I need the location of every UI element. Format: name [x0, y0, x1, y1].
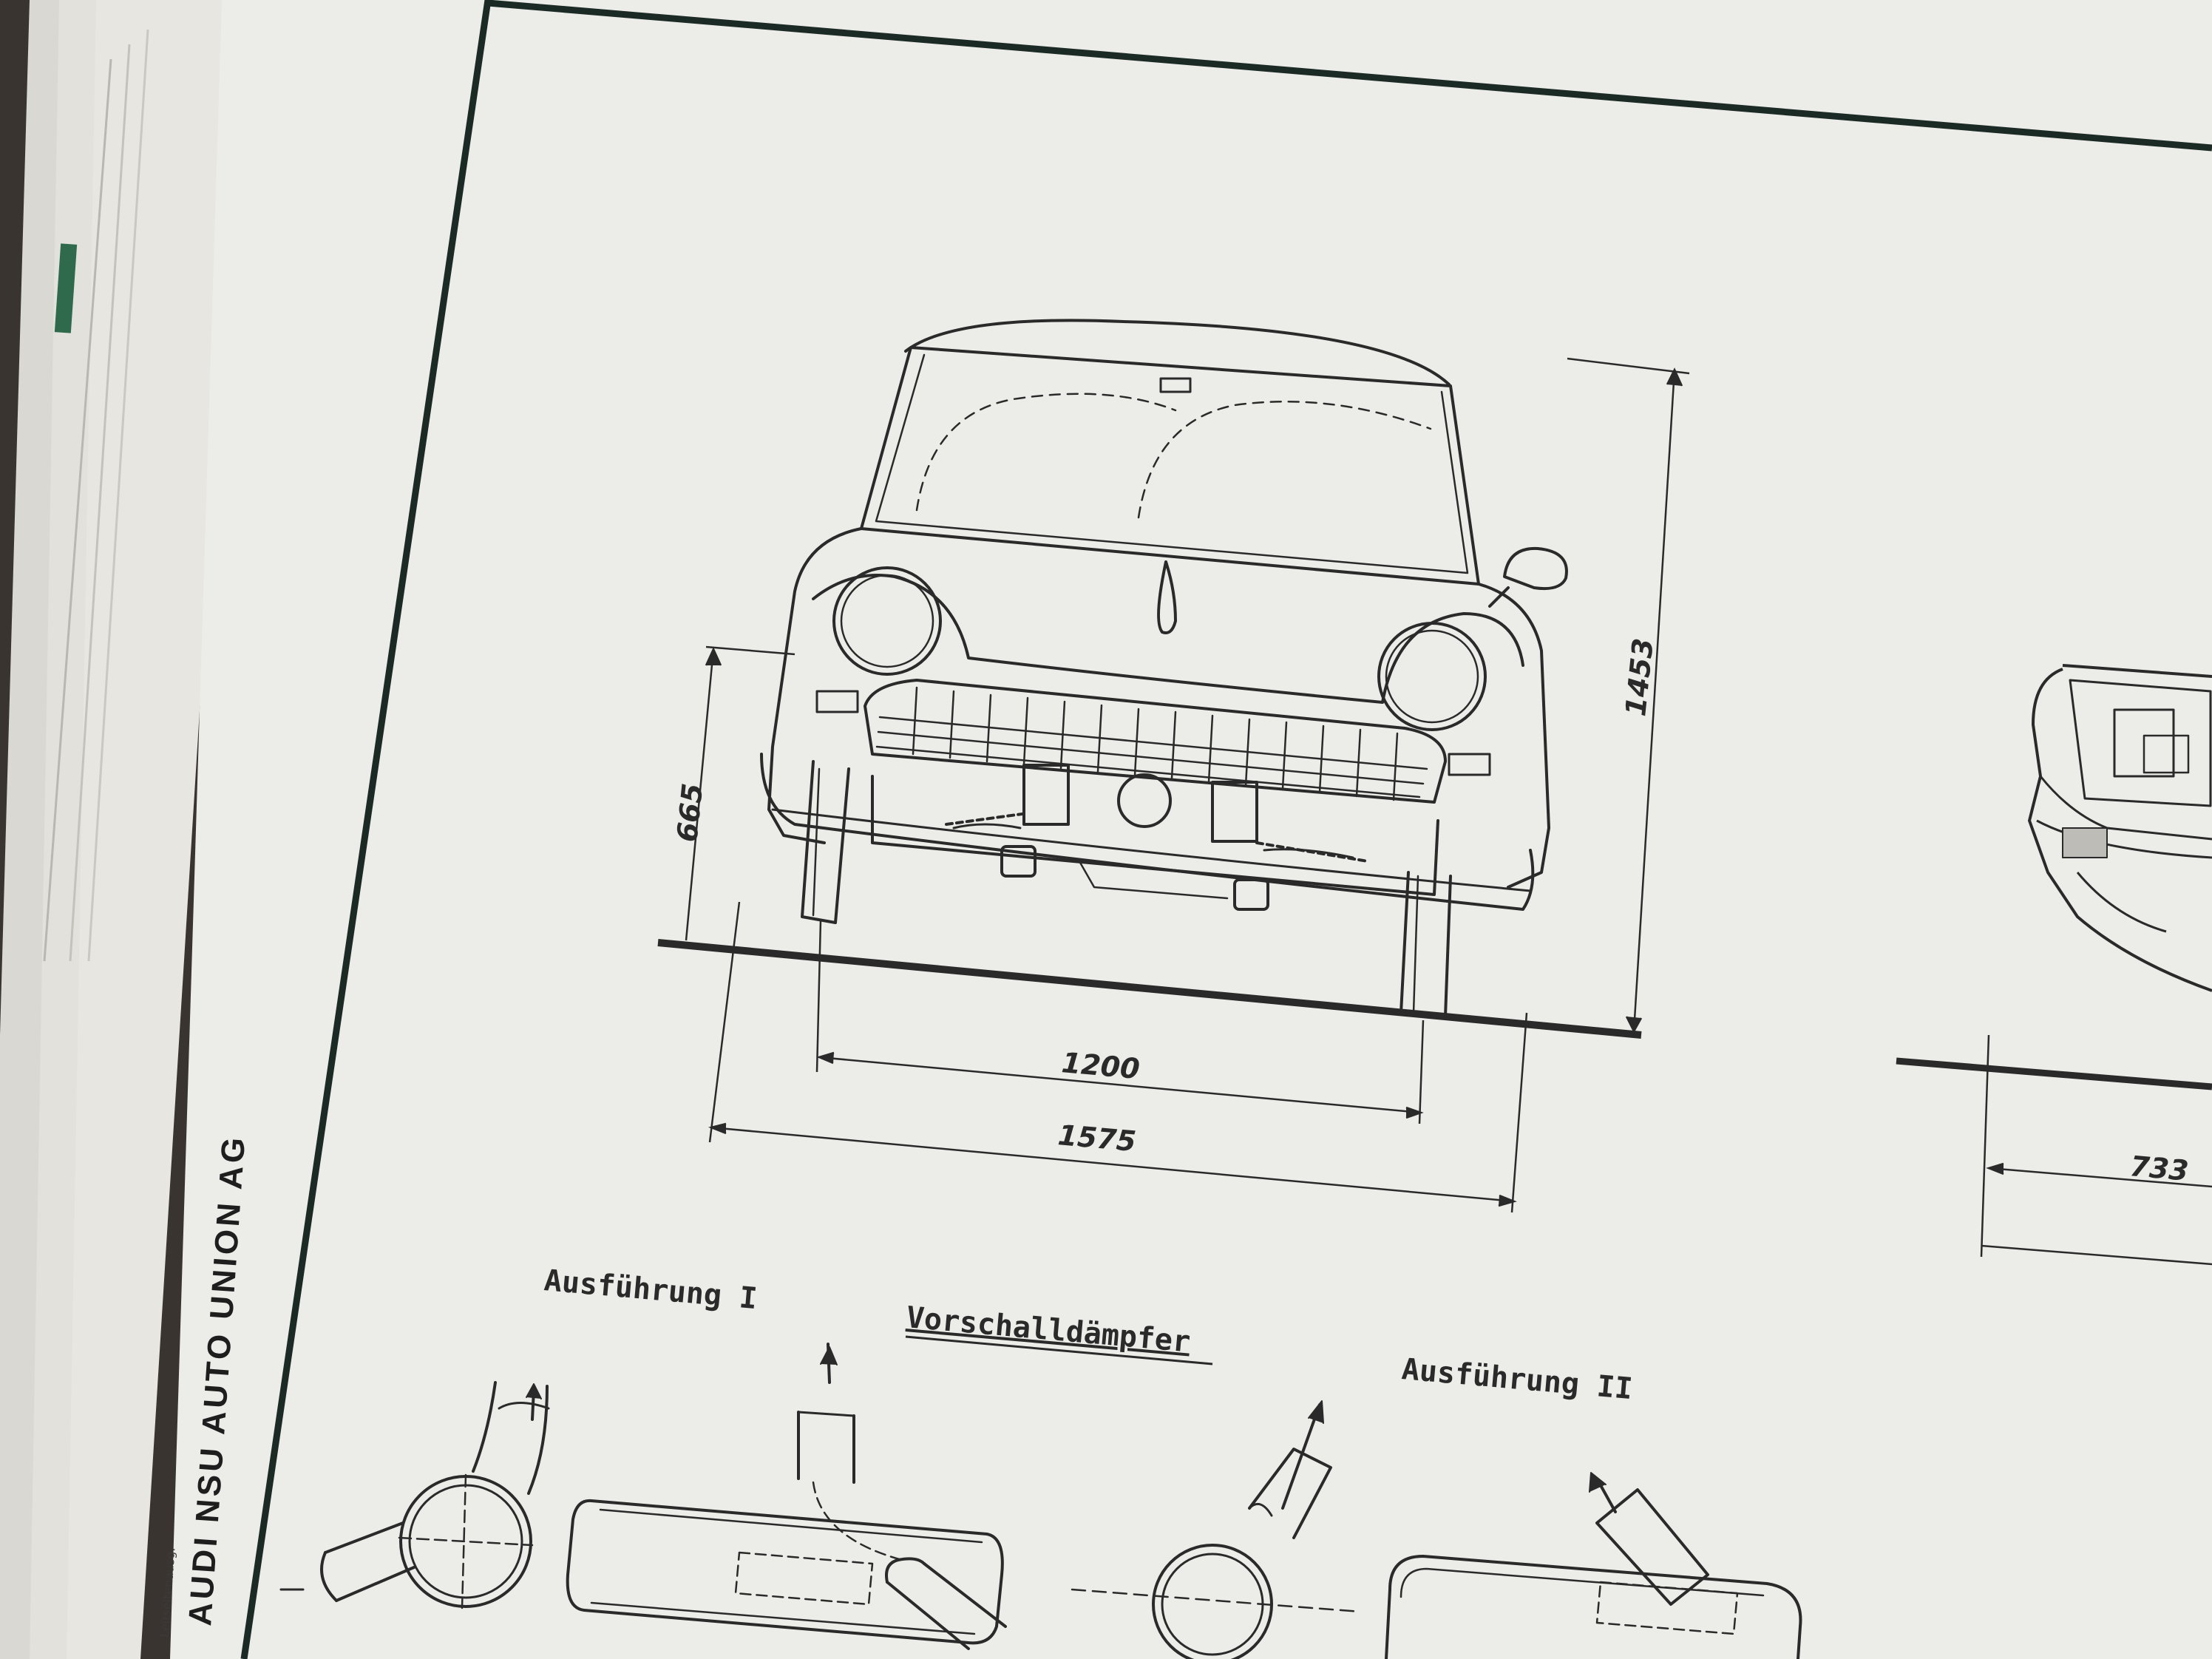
ground-line [657, 939, 1642, 1039]
front-dimension-lines [685, 357, 1690, 1213]
car-front-view [760, 319, 1568, 1018]
side-dimension-lines [1980, 1034, 2212, 1266]
page-frame [240, 0, 2212, 1659]
car-rear-view-partial [2028, 664, 2212, 992]
muffler-drawings [279, 1343, 1802, 1659]
muffler-title-underline [905, 1335, 1213, 1365]
dim-bumper-height: 665 [671, 781, 709, 843]
side-ground-line [1896, 1057, 2212, 1090]
dim-overall-height: 1453 [1619, 637, 1660, 718]
dim-overall-width: 1575 [1056, 1119, 1137, 1158]
page-stack [0, 0, 244, 1659]
paper-page [170, 0, 2212, 1659]
dim-track: 1200 [1060, 1046, 1141, 1085]
dim-side: 733 [2128, 1150, 2190, 1187]
